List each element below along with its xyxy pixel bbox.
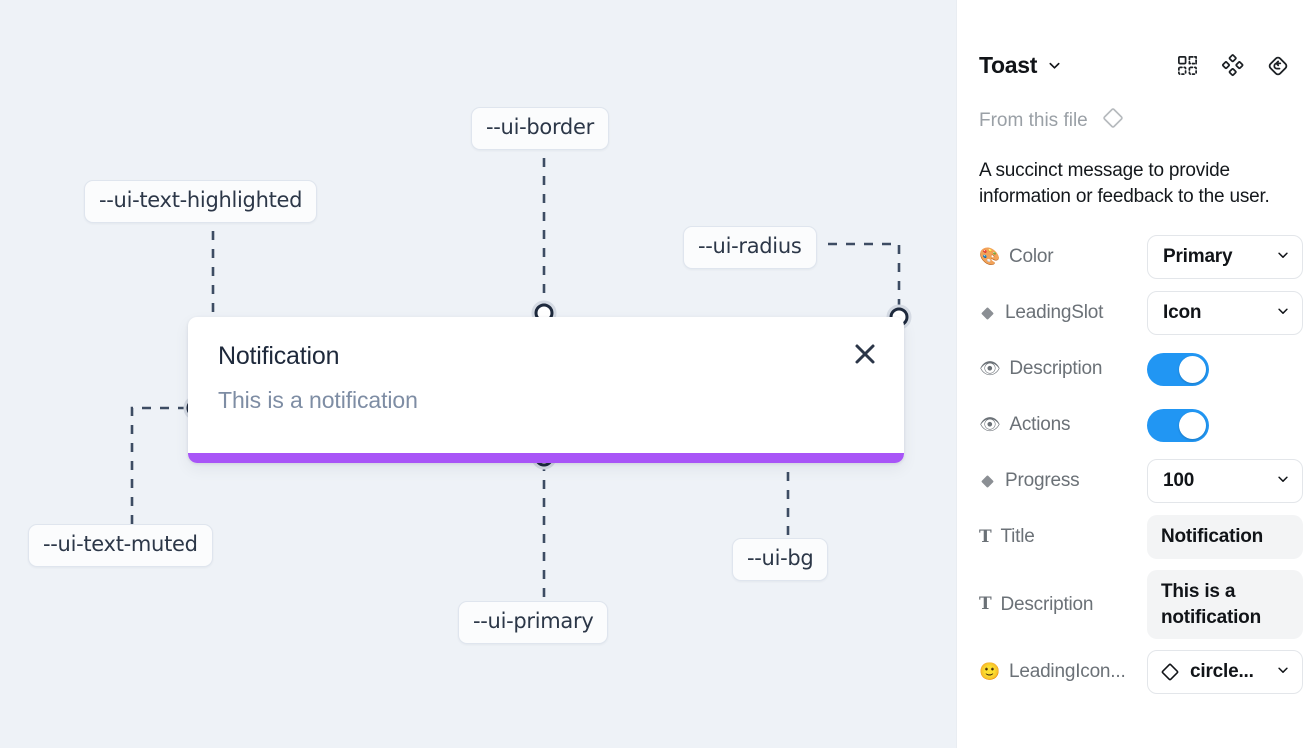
property-control-description-text: This is a notification	[1147, 570, 1303, 640]
leading-icon-select[interactable]: circle...	[1147, 650, 1303, 695]
toggle-knob	[1179, 355, 1206, 383]
property-control-actions-toggle	[1147, 408, 1303, 442]
toast-progress-bar	[188, 453, 904, 463]
from-this-file-label: From this file	[979, 109, 1088, 131]
component-set-icon[interactable]	[1176, 54, 1199, 77]
actions-toggle[interactable]	[1147, 408, 1209, 442]
property-row-progress: Progress 100	[979, 458, 1303, 504]
diamond-filled-icon	[979, 305, 996, 322]
chevron-down-icon	[1276, 470, 1290, 492]
component-name[interactable]: Toast	[979, 52, 1038, 78]
toast-description: This is a notification	[218, 386, 418, 413]
property-name-text: Actions	[1009, 414, 1071, 436]
toast-title: Notification	[218, 342, 340, 370]
property-label-actions-toggle: 👁 Actions	[979, 414, 1147, 436]
property-name-text: LeadingSlot	[1005, 302, 1104, 324]
chevron-down-icon	[1276, 661, 1290, 683]
color-select[interactable]: Primary	[1147, 235, 1303, 280]
token-pill-primary[interactable]: --ui-primary	[458, 601, 609, 644]
text-t-icon: T	[979, 526, 992, 547]
property-label-title: T Title	[979, 526, 1147, 548]
chevron-down-icon	[1276, 246, 1290, 268]
token-pill-bg[interactable]: --ui-bg	[732, 538, 829, 581]
property-name-text: Color	[1008, 246, 1054, 268]
property-name-text: Description	[1009, 358, 1103, 380]
token-pill-text-highlighted[interactable]: --ui-text-highlighted	[84, 180, 318, 223]
property-row-color: 🎨 Color Primary	[979, 234, 1303, 280]
property-control-progress: 100	[1147, 459, 1303, 504]
reset-instance-icon[interactable]	[1266, 54, 1290, 78]
close-x-icon[interactable]	[850, 339, 880, 369]
token-pill-text-muted[interactable]: --ui-text-muted	[28, 524, 213, 567]
component-description: A succinct message to provide informatio…	[979, 160, 1270, 208]
property-control-description-toggle	[1147, 352, 1303, 386]
leading-icon-select-value: circle...	[1190, 661, 1254, 683]
property-control-title: Notification	[1147, 515, 1303, 560]
progress-select-value: 100	[1163, 470, 1195, 492]
token-pill-radius[interactable]: --ui-radius	[683, 226, 817, 269]
property-row-leading-slot: LeadingSlot Icon	[979, 290, 1303, 336]
inspector-panel: Toast	[956, 0, 1312, 748]
design-canvas[interactable]: Notification This is a notification --ui…	[0, 0, 956, 748]
property-label-color: 🎨 Color	[979, 246, 1147, 268]
property-label-description-toggle: 👁 Description	[979, 358, 1147, 380]
diamond-outline-icon	[1159, 661, 1181, 683]
eye-emoji-icon: 👁	[979, 358, 1001, 379]
text-t-icon: T	[979, 594, 992, 615]
property-name-text: Title	[1000, 526, 1035, 548]
property-row-title: T Title Notification	[979, 514, 1303, 560]
header-icon-group	[1176, 54, 1290, 78]
property-row-description-text: T Description This is a notification	[979, 570, 1303, 640]
smiley-emoji-icon: 🙂	[979, 661, 1000, 682]
variants-diamond-icon[interactable]	[1221, 54, 1244, 77]
palette-emoji-icon: 🎨	[979, 246, 1000, 267]
property-row-description-toggle: 👁 Description	[979, 346, 1294, 392]
property-control-leading-slot: Icon	[1147, 291, 1303, 336]
progress-select[interactable]: 100	[1147, 459, 1303, 504]
leading-slot-select-value: Icon	[1163, 302, 1202, 324]
property-row-leading-icon: 🙂 LeadingIcon... circle...	[979, 649, 1303, 695]
title-input[interactable]: Notification	[1147, 515, 1303, 560]
toggle-knob	[1179, 411, 1206, 439]
property-label-leading-icon: 🙂 LeadingIcon...	[979, 661, 1147, 683]
property-label-description-text: T Description	[979, 594, 1147, 616]
eye-emoji-icon: 👁	[979, 414, 1001, 435]
toast-body: Notification This is a notification	[188, 317, 904, 413]
chevron-down-icon[interactable]	[1047, 58, 1062, 73]
properties-list: 🎨 Color Primary	[957, 210, 1312, 695]
from-this-file-row: From this file	[957, 79, 1312, 136]
property-control-color: Primary	[1147, 235, 1303, 280]
property-name-text: LeadingIcon...	[1008, 661, 1126, 683]
property-row-actions-toggle: 👁 Actions	[979, 402, 1294, 448]
token-pill-border[interactable]: --ui-border	[471, 107, 609, 150]
property-name-text: Progress	[1005, 470, 1080, 492]
panel-header: Toast	[957, 0, 1312, 79]
diamond-filled-icon	[979, 473, 996, 490]
description-input[interactable]: This is a notification	[1147, 570, 1303, 640]
diamond-outline-icon	[1100, 105, 1126, 136]
description-toggle[interactable]	[1147, 352, 1209, 386]
leading-slot-select[interactable]: Icon	[1147, 291, 1303, 336]
color-select-value: Primary	[1163, 246, 1233, 268]
property-label-leading-slot: LeadingSlot	[979, 302, 1147, 324]
toast-preview-card[interactable]: Notification This is a notification	[188, 317, 904, 463]
property-label-progress: Progress	[979, 470, 1147, 492]
property-name-text: Description	[1000, 593, 1094, 615]
property-control-leading-icon: circle...	[1147, 650, 1303, 695]
chevron-down-icon	[1276, 302, 1290, 324]
